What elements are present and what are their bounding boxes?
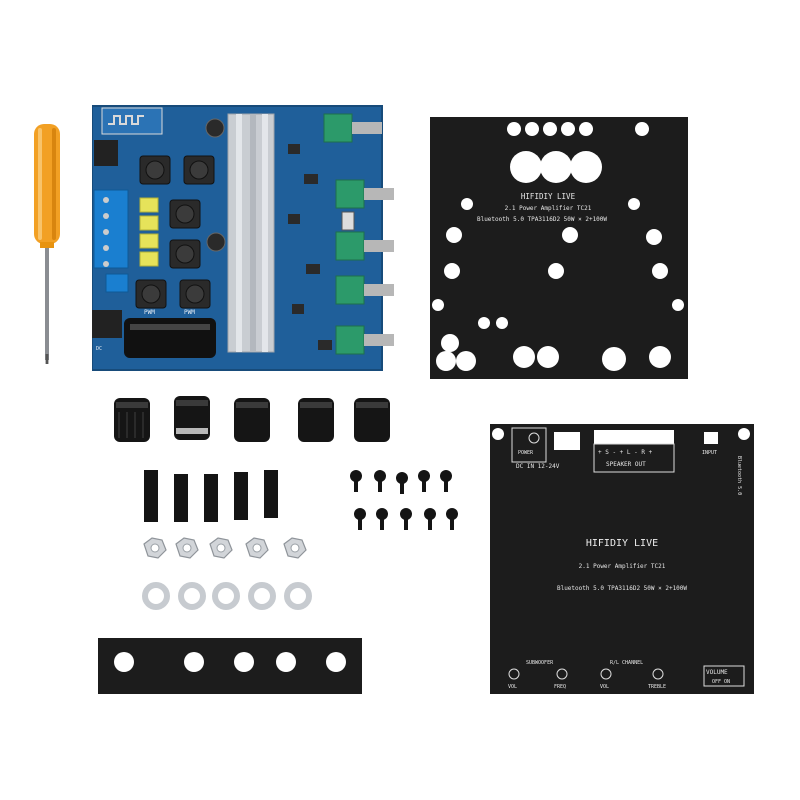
treble-label: TREBLE [648, 684, 666, 690]
hex-nuts [143, 537, 307, 559]
power-switch [341, 211, 355, 231]
rl-channel-label: R/L CHANNEL [610, 660, 643, 666]
knobs [114, 396, 390, 442]
screw [400, 508, 412, 530]
screw [354, 508, 366, 530]
dc-jack-hole [528, 432, 540, 444]
standoff [234, 472, 248, 520]
film-capacitors [139, 197, 159, 267]
screw [376, 508, 388, 530]
screws [350, 470, 458, 530]
aux-jack [94, 140, 118, 166]
power-terminal [105, 273, 129, 293]
screw [418, 470, 430, 492]
speaker-terminal-block [93, 189, 129, 269]
electrolytic-capacitor [206, 232, 226, 252]
top-panel: HIFIDIY LIVE 2.1 Power Amplifier TC21 Bl… [430, 117, 688, 379]
knob [298, 398, 334, 442]
back-panel-subtitle: 2.1 Power Amplifier TC21 [579, 563, 666, 570]
standoff [204, 474, 218, 522]
freq-label: FREQ [554, 684, 566, 690]
screw [374, 470, 386, 492]
washer [284, 582, 312, 610]
power-label: POWER [518, 450, 534, 456]
back-panel: POWER DC IN 12-24V + S - + L - R + SPEAK… [490, 424, 754, 694]
screw [446, 508, 458, 530]
off-on-label: OFF ON [712, 679, 730, 685]
speaker-out-label: SPEAKER OUT [606, 461, 646, 468]
terminal-marks: + S - + L - R + [598, 449, 653, 456]
electrolytic-capacitor [205, 118, 225, 138]
washer [142, 582, 170, 610]
input-label: INPUT [702, 450, 717, 456]
top-panel-subtitle: 2.1 Power Amplifier TC21 [505, 205, 592, 212]
silkscreen-text: DC [96, 346, 102, 352]
knob [174, 396, 210, 440]
standoffs [144, 470, 278, 522]
screwdriver [34, 124, 60, 364]
amplifier-board: PWM PWM DC [92, 105, 394, 371]
top-panel-brand: HIFIDIY LIVE [521, 192, 576, 201]
standoff [144, 470, 158, 522]
screw [440, 470, 452, 492]
screw [396, 472, 408, 494]
volume-label: VOLUME [706, 669, 728, 676]
knob [114, 398, 150, 442]
dc-in-label: DC IN 12-24V [516, 463, 560, 470]
heatsink [227, 113, 275, 353]
knob [354, 398, 390, 442]
knob [234, 398, 270, 442]
screw [424, 508, 436, 530]
potentiometers [323, 113, 394, 355]
screwdriver-handle [34, 124, 60, 248]
screwdriver-shaft [45, 248, 49, 360]
washer [248, 582, 276, 610]
speaker-out-cutout [594, 430, 674, 444]
silkscreen-text: PWM [184, 309, 195, 316]
top-panel-spec: Bluetooth 5.0 TPA3116D2 50W × 2+100W [477, 216, 607, 223]
aux-cutout [704, 432, 718, 444]
washer [178, 582, 206, 610]
vol-label-2: VOL [600, 684, 609, 690]
dc-jack [92, 310, 122, 338]
bluetooth-label: Bluetooth 5.0 [736, 456, 742, 495]
back-panel-brand: HIFIDIY LIVE [586, 538, 658, 549]
standoff [264, 470, 278, 518]
back-panel-spec: Bluetooth 5.0 TPA3116D2 50W × 2+100W [557, 585, 687, 592]
vol-label-1: VOL [508, 684, 517, 690]
washers [142, 582, 312, 610]
washer [212, 582, 240, 610]
silkscreen-text: PWM [144, 309, 155, 316]
inductors [135, 155, 215, 309]
standoff [174, 474, 188, 522]
subwoofer-label: SUBWOOFER [526, 660, 554, 666]
screw [350, 470, 362, 492]
front-plate [98, 638, 362, 694]
